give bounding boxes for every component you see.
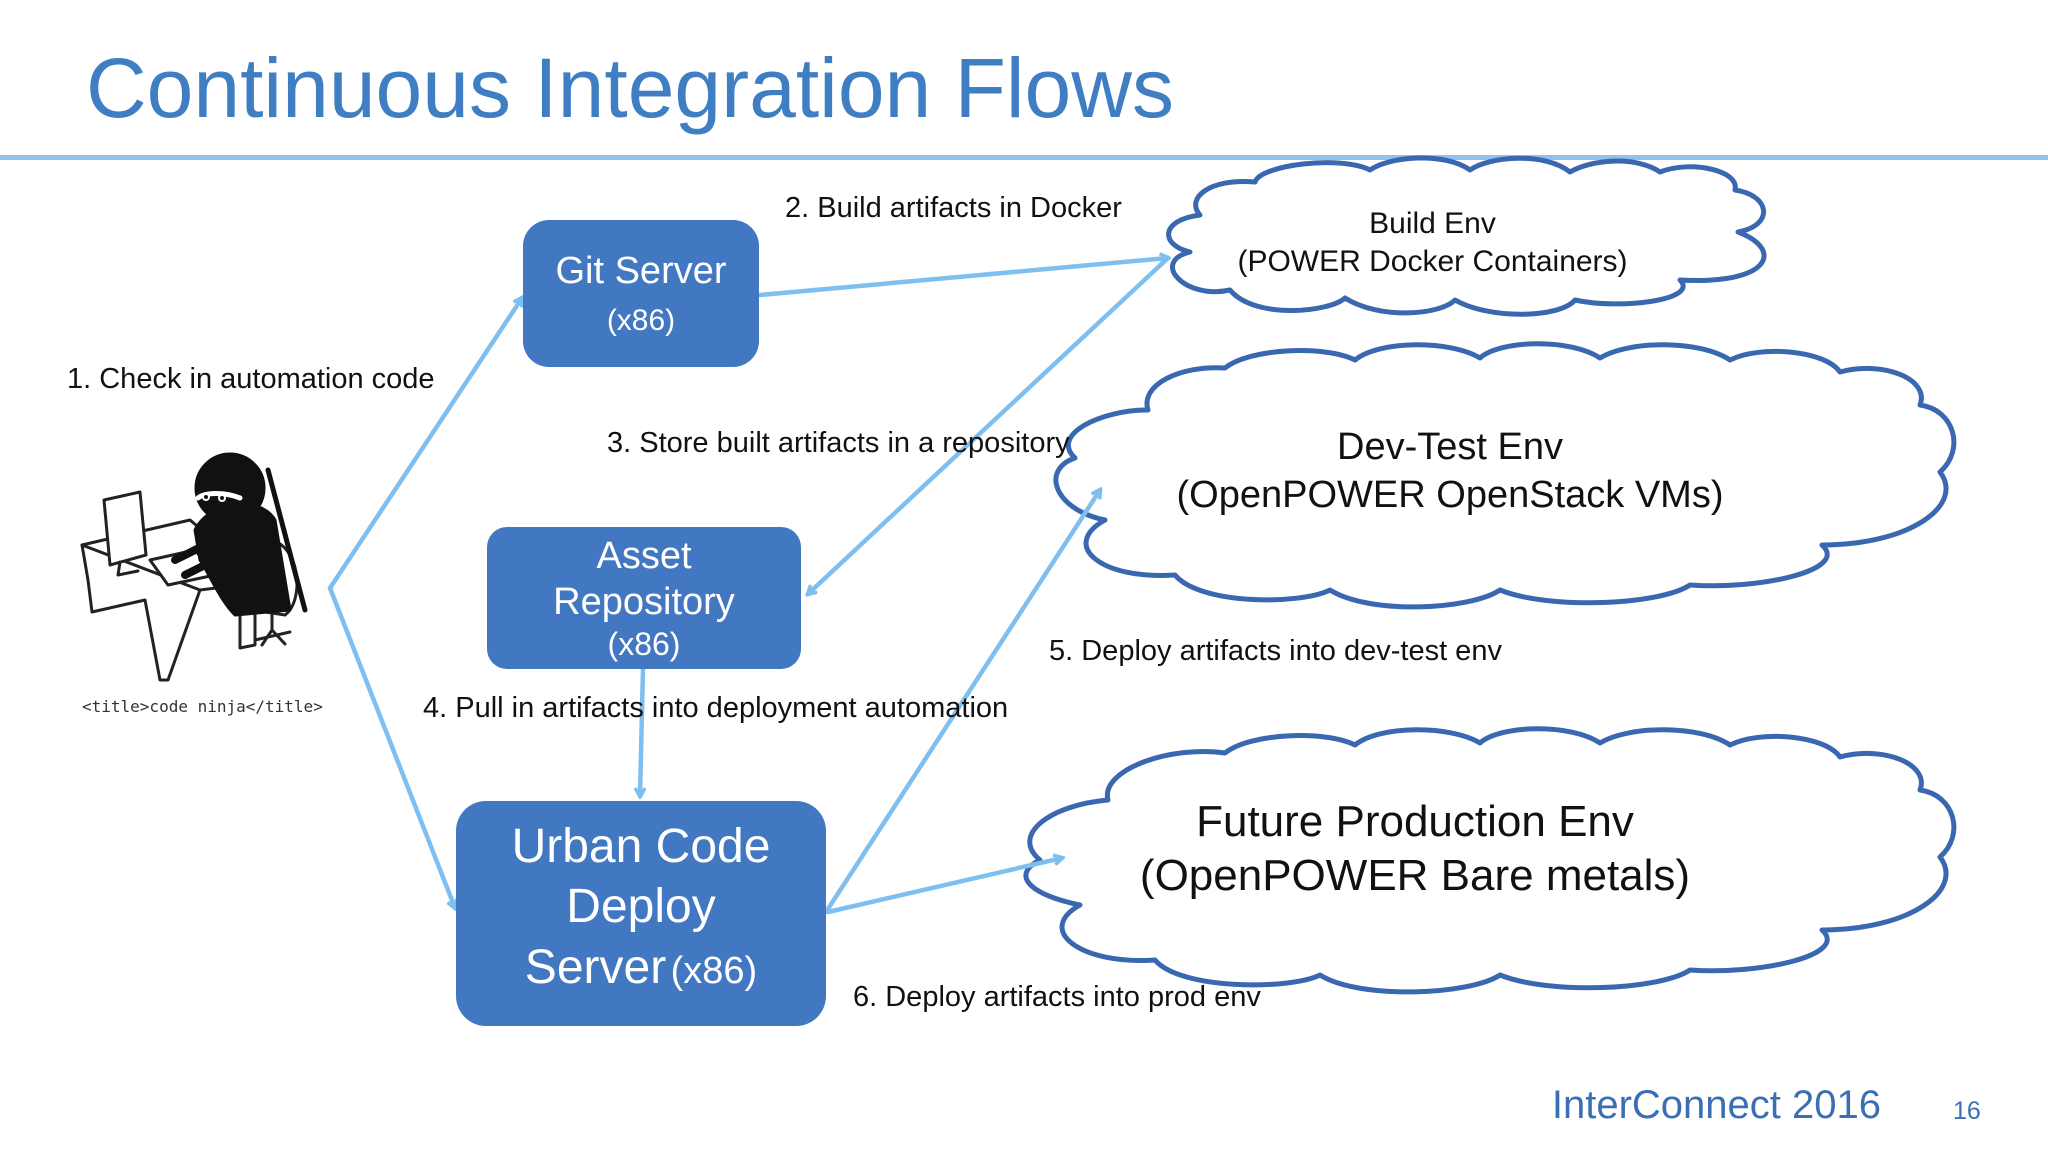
dev-test-env-title: Dev-Test Env <box>1337 426 1563 468</box>
ucd-line3: Server <box>524 941 667 994</box>
cloud-build-env <box>1166 155 1767 317</box>
cloud-dev-test-env <box>1053 341 1957 610</box>
arrow-group <box>327 255 1171 915</box>
arrow-ucd-to-devtest <box>823 490 1100 915</box>
dev-test-env-label: Dev-Test Env (OpenPOWER OpenStack VMs) <box>1150 423 1750 519</box>
git-server-arch: (x86) <box>606 303 676 337</box>
ucd-line1: Urban Code <box>511 820 771 873</box>
asset-repo-arch: (x86) <box>607 626 681 662</box>
cloud-production-env <box>1023 726 1957 995</box>
asset-repo-line2: Repository <box>553 581 735 623</box>
arrow-repo-to-ucd <box>640 665 643 796</box>
arrow-build-env-to-repo <box>808 255 1171 594</box>
build-env-sub: (POWER Docker Containers) <box>1237 245 1628 278</box>
prod-env-label: Future Production Env (OpenPOWER Bare me… <box>1100 795 1730 903</box>
asset-repo-line1: Asset <box>596 535 692 577</box>
step-2-label: 2. Build artifacts in Docker <box>785 192 1122 224</box>
prod-env-sub: (OpenPOWER Bare metals) <box>1139 851 1691 900</box>
slide-title: Continuous Integration Flows <box>86 41 1174 135</box>
build-env-label: Build Env (POWER Docker Containers) <box>1225 205 1640 281</box>
arrow-checkin-to-git <box>327 298 522 591</box>
git-server-title: Git Server <box>555 249 727 292</box>
code-ninja-illustration <box>80 452 308 682</box>
ucd-line2: Deploy <box>566 880 716 933</box>
build-env-title: Build Env <box>1369 207 1496 240</box>
dev-test-env-sub: (OpenPOWER OpenStack VMs) <box>1176 474 1724 516</box>
step-4-label: 4. Pull in artifacts into deployment aut… <box>423 692 1009 724</box>
arrow-git-to-build-env <box>757 258 1168 298</box>
prod-env-title: Future Production Env <box>1196 797 1634 846</box>
title-divider <box>0 155 2048 160</box>
arrow-checkin-to-ucd <box>327 585 455 908</box>
ninja-caption: <title>code ninja</title> <box>82 697 323 716</box>
arrow-ucd-to-prod <box>825 858 1062 915</box>
ucd-arch: (x86) <box>670 950 758 992</box>
urban-code-deploy-box: Urban Code Deploy Server (x86) <box>456 801 826 1026</box>
git-server-box: Git Server (x86) <box>523 220 759 367</box>
page-number: 16 <box>1953 1097 1981 1125</box>
step-5-label: 5. Deploy artifacts into dev-test env <box>1049 635 1502 667</box>
step-6-label: 6. Deploy artifacts into prod env <box>853 981 1261 1013</box>
step-1-label: 1. Check in automation code <box>67 363 435 395</box>
step-3-label: 3. Store built artifacts in a repository <box>607 427 1070 459</box>
event-name: InterConnect 2016 <box>1551 1083 1881 1127</box>
asset-repository-box: Asset Repository (x86) <box>487 527 801 669</box>
